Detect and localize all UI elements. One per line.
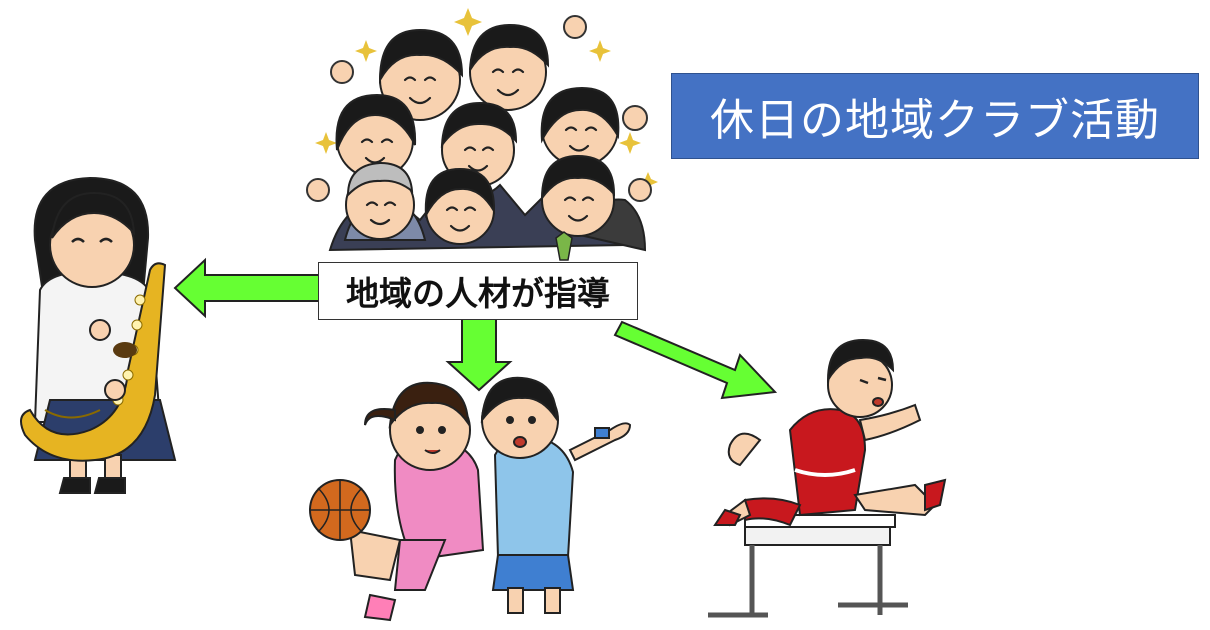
hurdle-runner-illustration (708, 338, 947, 618)
arrows (173, 257, 778, 400)
center-label-box: 地域の人材が指導 (318, 262, 638, 320)
arrow-down (445, 317, 513, 392)
title-text: 休日の地域クラブ活動 (710, 95, 1160, 146)
saxophone-student-illustration (20, 176, 177, 494)
title-box: 休日の地域クラブ活動 (671, 73, 1199, 159)
arrow-diagonal (613, 320, 778, 400)
arrow-left (173, 257, 341, 319)
basketball-players-illustration (309, 376, 632, 622)
crowd-illustration (306, 8, 658, 261)
center-label-text: 地域の人材が指導 (346, 274, 610, 313)
